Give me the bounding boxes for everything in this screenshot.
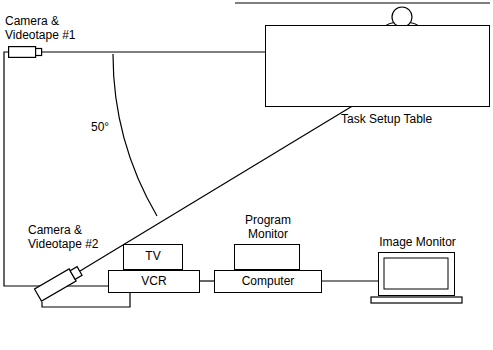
node-label: TV xyxy=(145,250,160,264)
tv-box: TV xyxy=(123,244,183,270)
angle-arc xyxy=(113,54,157,216)
cable-connector xyxy=(42,293,130,307)
task-table: Task Setup Table xyxy=(265,25,490,107)
node-label: Program Monitor xyxy=(235,214,301,242)
node-label: Camera & Videotape #1 xyxy=(5,15,87,43)
camera: Camera & Videotape #2 xyxy=(30,255,88,302)
camera-icon xyxy=(8,46,42,58)
cable-connector xyxy=(200,280,214,281)
computer-box: Computer xyxy=(214,270,322,293)
monitor-base xyxy=(371,297,462,303)
border-line xyxy=(235,2,490,3)
cable-connector xyxy=(322,280,378,281)
camera-body xyxy=(9,47,36,58)
camera-body xyxy=(35,269,77,301)
camera: Camera & Videotape #1 xyxy=(8,46,42,58)
monitor-base xyxy=(371,297,462,303)
person-head xyxy=(392,7,412,27)
node-label: Image Monitor xyxy=(373,236,462,250)
monitor-screen xyxy=(379,253,454,295)
node-label: Camera & Videotape #2 xyxy=(28,224,110,252)
camera-lens xyxy=(70,267,82,280)
camera-lens xyxy=(36,49,42,56)
monitor-screen xyxy=(384,258,448,289)
vcr-box: VCR xyxy=(108,270,200,293)
angle-label: 50° xyxy=(90,121,110,135)
node-label: Task Setup Table xyxy=(341,113,461,127)
node-label: VCR xyxy=(141,275,166,289)
camera-icon xyxy=(30,255,88,302)
node-label: Computer xyxy=(242,275,295,289)
program-monitor: Program Monitor xyxy=(234,244,300,270)
image-monitor: Image Monitor xyxy=(378,252,455,296)
